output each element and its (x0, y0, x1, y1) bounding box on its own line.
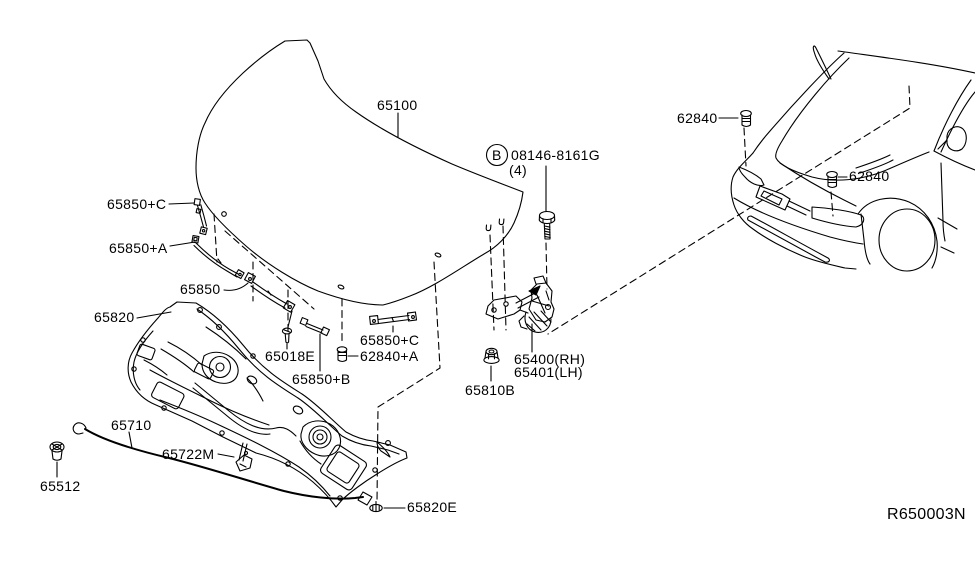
svg-text:65850+C: 65850+C (107, 196, 166, 212)
svg-text:62840: 62840 (849, 168, 889, 184)
svg-text:(4): (4) (509, 162, 527, 178)
svg-text:65850: 65850 (180, 281, 220, 297)
svg-text:65850+C: 65850+C (360, 332, 419, 348)
svg-text:65810B: 65810B (465, 382, 515, 398)
svg-text:B: B (492, 147, 502, 163)
svg-text:65710: 65710 (111, 417, 151, 433)
svg-text:65820: 65820 (94, 309, 134, 325)
svg-text:65820E: 65820E (407, 499, 457, 515)
svg-text:65850+A: 65850+A (109, 240, 168, 256)
svg-text:65722M: 65722M (162, 446, 214, 462)
svg-text:08146-8161G: 08146-8161G (511, 147, 600, 163)
svg-text:62840: 62840 (677, 110, 717, 126)
svg-text:62840+A: 62840+A (360, 348, 419, 364)
svg-text:R650003N: R650003N (887, 506, 966, 523)
svg-text:65512: 65512 (40, 478, 80, 494)
svg-text:65850+B: 65850+B (292, 371, 351, 387)
svg-text:65400(RH): 65400(RH) (514, 351, 585, 367)
svg-text:65018E: 65018E (265, 348, 315, 364)
svg-text:65401(LH): 65401(LH) (514, 364, 583, 380)
svg-text:65100: 65100 (377, 97, 417, 113)
